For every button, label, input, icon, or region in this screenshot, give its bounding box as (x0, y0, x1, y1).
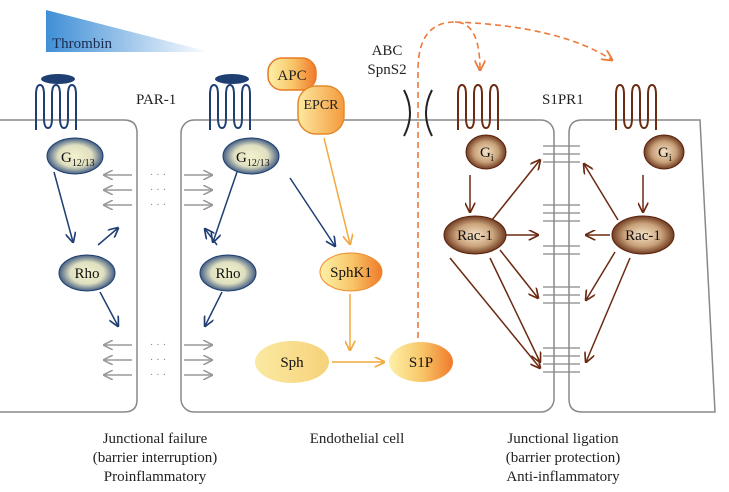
dots-3: · · · (150, 199, 167, 211)
epcr-label: EPCR (303, 98, 339, 113)
caption-left-line-1: Junctional failure (102, 431, 208, 447)
dots-2: · · · (150, 184, 167, 196)
svg-text:S1P: S1P (409, 355, 433, 371)
caption-center: Endothelial cell (282, 430, 432, 449)
caption-right-line-1: Junctional ligation (507, 431, 619, 447)
center-cell (180, 119, 555, 413)
caption-right-line-3: Anti-inflammatory (506, 469, 620, 485)
orange-arrows (323, 137, 384, 362)
left-cell (0, 119, 138, 413)
svg-text:SphK1: SphK1 (330, 265, 372, 281)
gi-node-right: Gi (643, 134, 685, 170)
svg-text:Gi: Gi (658, 145, 672, 164)
svg-text:Rho: Rho (215, 266, 240, 282)
gi-node-center: Gi (465, 134, 507, 170)
thrombin-bound-icon (41, 74, 75, 84)
svg-text:Rho: Rho (74, 266, 99, 282)
caption-center-line-1: Endothelial cell (309, 431, 405, 447)
rac1-node-center: Rac-1 (443, 215, 507, 255)
caption-left: Junctional failure (barrier interruption… (70, 430, 240, 487)
g1213-node-left: G12/13 (46, 137, 104, 175)
transporter-right-icon (425, 89, 433, 137)
s1pr1-receptor-center (457, 83, 499, 130)
sph-node: Sph (255, 341, 329, 383)
thrombin-bound-icon (215, 74, 249, 84)
junction-arrows-bottom (104, 345, 212, 375)
svg-text:Sph: Sph (280, 355, 304, 371)
thrombin-gradient (46, 10, 210, 52)
apc-node (267, 57, 317, 91)
caption-left-line-3: Proinflammatory (103, 469, 207, 485)
g1213-node-center: G12/13 (222, 137, 280, 175)
dots-5: · · · (150, 354, 167, 366)
s1pr1-label: S1PR1 (542, 92, 584, 108)
dots-1: · · · (150, 169, 167, 181)
dots-6: · · · (150, 369, 167, 381)
rho-node-center: Rho (199, 254, 257, 292)
thrombin-label: Thrombin (52, 36, 112, 52)
junction-ladder (543, 145, 580, 373)
brown-arrows (449, 160, 643, 368)
spns2-label: SpnS2 (367, 62, 406, 78)
transporter-left-icon (403, 89, 411, 137)
svg-text:G12/13: G12/13 (236, 150, 270, 169)
epcr-node (297, 85, 345, 135)
junction-arrows-top (104, 175, 212, 205)
s1p-export-path-right (454, 21, 612, 60)
rho-node-left: Rho (58, 254, 116, 292)
svg-text:Rac-1: Rac-1 (625, 228, 661, 244)
svg-text:Gi: Gi (480, 145, 494, 164)
par1-receptor-left (35, 74, 77, 130)
par1-receptor-center (209, 74, 251, 130)
s1p-node: S1P (389, 342, 453, 382)
caption-left-line-2: (barrier interruption) (92, 450, 218, 466)
rac1-node-right: Rac-1 (611, 215, 675, 255)
blue-arrows (53, 171, 335, 326)
svg-text:G12/13: G12/13 (61, 150, 95, 169)
abc-label: ABC (372, 43, 403, 59)
svg-text:Rac-1: Rac-1 (457, 228, 493, 244)
s1p-export-path (417, 21, 480, 348)
caption-right: Junctional ligation (barrier protection)… (478, 430, 648, 487)
sphk1-node: SphK1 (319, 252, 383, 292)
right-cell (568, 119, 716, 413)
apc-label: APC (277, 68, 306, 84)
s1pr1-receptor-right (615, 83, 657, 130)
par1-label: PAR-1 (136, 92, 176, 108)
caption-right-line-2: (barrier protection) (505, 450, 621, 466)
dots-4: · · · (150, 339, 167, 351)
